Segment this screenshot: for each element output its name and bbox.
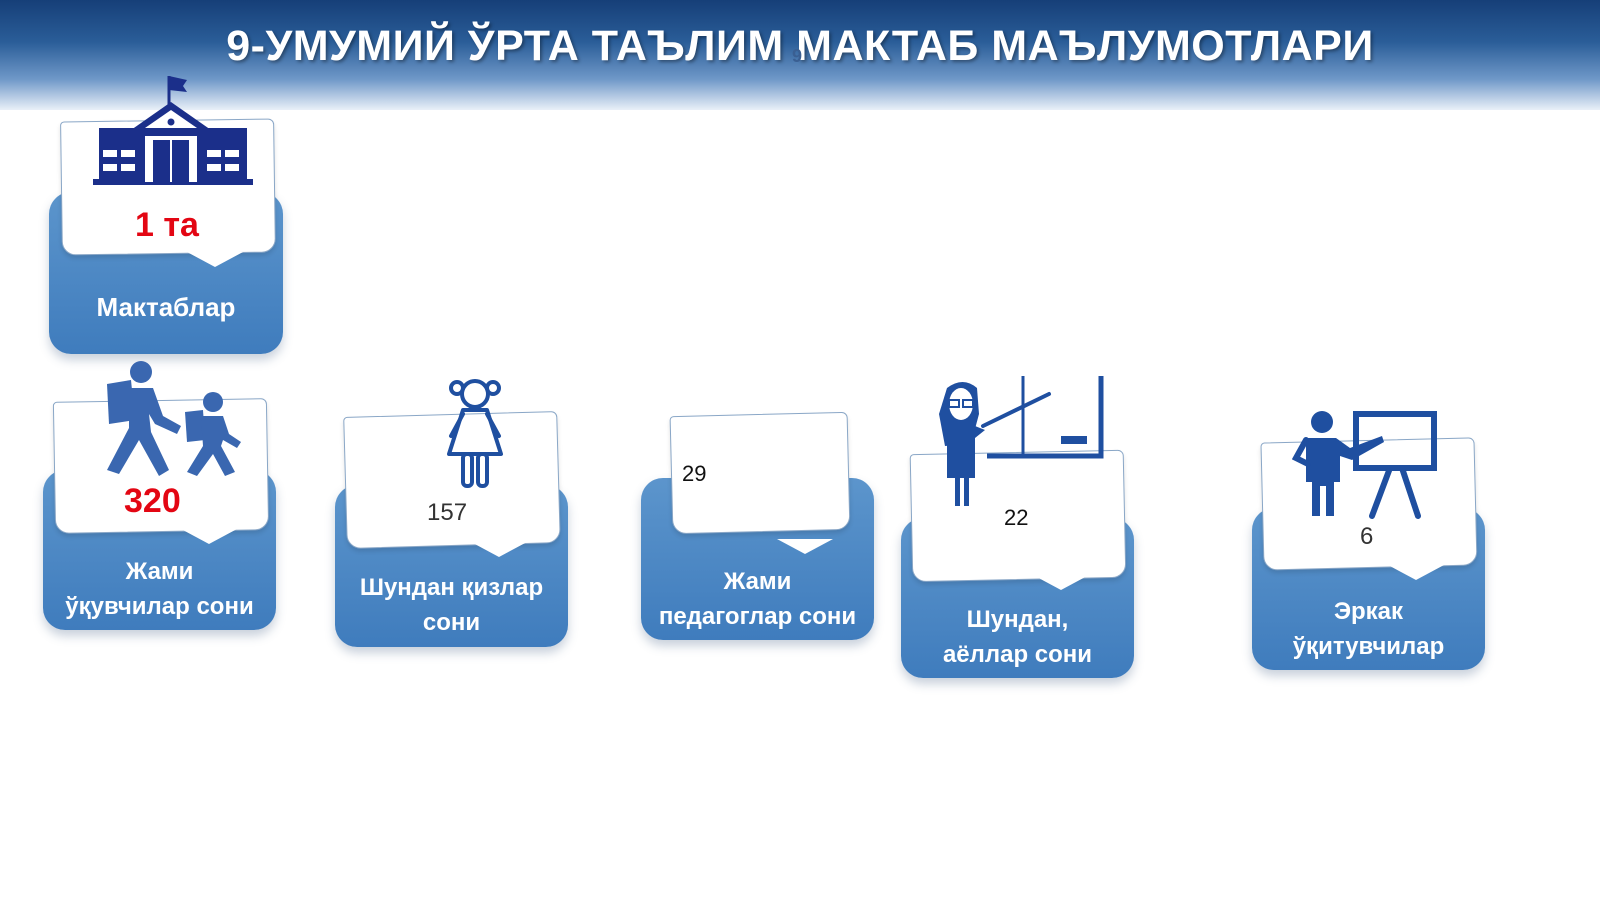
- girls-label-line1: Шундан қизлар: [359, 574, 544, 601]
- card-men-notch: [1388, 565, 1444, 580]
- women-label-line2: аёллар сони: [942, 641, 1093, 668]
- girls-value: 157: [427, 499, 468, 526]
- women-value: 22: [1004, 505, 1029, 530]
- card-students-notch: [181, 529, 237, 544]
- teachers-value: 29: [682, 461, 707, 486]
- students-label-line2: ўқувчилар сони: [65, 593, 254, 620]
- card-girls: 157 Шундан қизлар сони: [335, 379, 568, 647]
- card-girls-notch: [471, 542, 527, 557]
- girls-label-line2: сони: [422, 609, 481, 636]
- teachers-label-line1: Жами: [723, 568, 792, 595]
- schools-label: Мактаблар: [96, 292, 236, 322]
- card-women: 22 Шундан, аёллар сони: [901, 376, 1134, 678]
- card-students: 320 Жами ўқувчилар сони: [43, 361, 276, 630]
- card-women-notch: [1033, 575, 1089, 590]
- card-schools-notch: [187, 252, 243, 267]
- girl-icon: [447, 379, 503, 488]
- schools-value: 1 та: [135, 206, 199, 244]
- men-label-line1: Эркак: [1333, 598, 1404, 625]
- overlay-mark: 9: [792, 46, 803, 66]
- men-label-line2: ўқитувчилар: [1292, 633, 1445, 660]
- students-value: 320: [124, 482, 181, 520]
- card-teachers: 29 Жами педагоглар сони: [641, 410, 874, 640]
- card-teachers-notch: [777, 539, 833, 554]
- men-value: 6: [1360, 523, 1374, 550]
- header-banner: 9-УМУМИЙ ЎРТА ТАЪЛИМ МАКТАБ МАЪЛУМОТЛАРИ…: [0, 0, 1600, 110]
- male-teacher-board-icon: [1292, 411, 1437, 519]
- card-schools: 1 та Мактаблар: [49, 76, 283, 354]
- card-men: 6 Эркак ўқитувчилар: [1252, 411, 1485, 670]
- school-building-icon: [93, 76, 253, 185]
- women-label-line1: Шундан,: [966, 606, 1069, 633]
- teachers-label-line2: педагоглар сони: [658, 603, 857, 630]
- female-teacher-icon: [939, 376, 1104, 506]
- students-label-line1: Жами: [125, 558, 194, 585]
- page-title: 9-УМУМИЙ ЎРТА ТАЪЛИМ МАКТАБ МАЪЛУМОТЛАРИ: [226, 22, 1374, 70]
- walking-students-icon: [107, 361, 241, 476]
